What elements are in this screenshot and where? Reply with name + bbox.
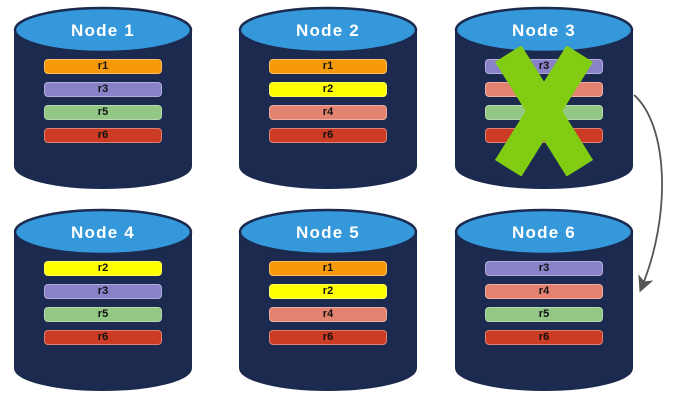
- replica-label: r4: [322, 106, 334, 118]
- replica-label: r4: [538, 285, 550, 297]
- replica-bar[interactable]: r4: [485, 284, 603, 299]
- replica-label: r6: [322, 331, 334, 343]
- replica-bar[interactable]: r4: [485, 82, 603, 97]
- replica-bar[interactable]: r3: [44, 82, 162, 97]
- replica-label: r1: [97, 60, 109, 72]
- cylinder-top-disc: [238, 6, 418, 54]
- replica-list: r1 r3 r5 r6: [44, 59, 162, 143]
- replica-bar[interactable]: r5: [44, 307, 162, 322]
- replica-bar[interactable]: r6: [485, 128, 603, 143]
- replica-label: r2: [322, 285, 334, 297]
- cylinder-top-disc: [13, 6, 193, 54]
- replica-label: r5: [538, 308, 550, 320]
- replica-list: r1 r2 r4 r6: [269, 261, 387, 345]
- cylinder-top-disc: [238, 208, 418, 256]
- replica-bar[interactable]: r5: [44, 105, 162, 120]
- replica-list: r3 r4 r5 r6: [485, 59, 603, 143]
- replica-bar[interactable]: r6: [44, 128, 162, 143]
- replica-label: r4: [322, 308, 334, 320]
- replica-bar[interactable]: r4: [269, 105, 387, 120]
- arrow-path: [633, 94, 663, 293]
- replica-label: r6: [322, 129, 334, 141]
- replica-bar[interactable]: r1: [269, 261, 387, 276]
- replica-list: r2 r3 r5 r6: [44, 261, 162, 345]
- cylinder-top-disc: [454, 6, 634, 54]
- replica-label: r6: [538, 331, 550, 343]
- replica-bar[interactable]: r3: [44, 284, 162, 299]
- replica-label: r1: [322, 60, 334, 72]
- replica-bar[interactable]: r6: [44, 330, 162, 345]
- cylinder-top-disc: [454, 208, 634, 256]
- replica-label: r1: [322, 262, 334, 274]
- replica-label: r5: [538, 106, 550, 118]
- replica-label: r5: [97, 106, 109, 118]
- replica-bar[interactable]: r5: [485, 105, 603, 120]
- cylinder-top-disc: [13, 208, 193, 256]
- replica-bar[interactable]: r2: [269, 82, 387, 97]
- replica-bar[interactable]: r2: [44, 261, 162, 276]
- replica-label: r6: [97, 331, 109, 343]
- replica-bar[interactable]: r6: [485, 330, 603, 345]
- replica-bar[interactable]: r3: [485, 59, 603, 74]
- replica-label: r2: [322, 83, 334, 95]
- replica-label: r4: [538, 83, 550, 95]
- replica-bar[interactable]: r6: [269, 128, 387, 143]
- replica-bar[interactable]: r1: [44, 59, 162, 74]
- replica-label: r6: [97, 129, 109, 141]
- replica-list: r1 r2 r4 r6: [269, 59, 387, 143]
- replica-list: r3 r4 r5 r6: [485, 261, 603, 345]
- replica-bar[interactable]: r5: [485, 307, 603, 322]
- replica-label: r3: [97, 83, 109, 95]
- replica-label: r6: [538, 129, 550, 141]
- replica-bar[interactable]: r1: [269, 59, 387, 74]
- replica-bar[interactable]: r6: [269, 330, 387, 345]
- replica-label: r3: [538, 262, 550, 274]
- replica-bar[interactable]: r4: [269, 307, 387, 322]
- replica-label: r2: [97, 262, 109, 274]
- replica-bar[interactable]: r2: [269, 284, 387, 299]
- replica-label: r3: [97, 285, 109, 297]
- replica-bar[interactable]: r3: [485, 261, 603, 276]
- replica-label: r3: [538, 60, 550, 72]
- replica-label: r5: [97, 308, 109, 320]
